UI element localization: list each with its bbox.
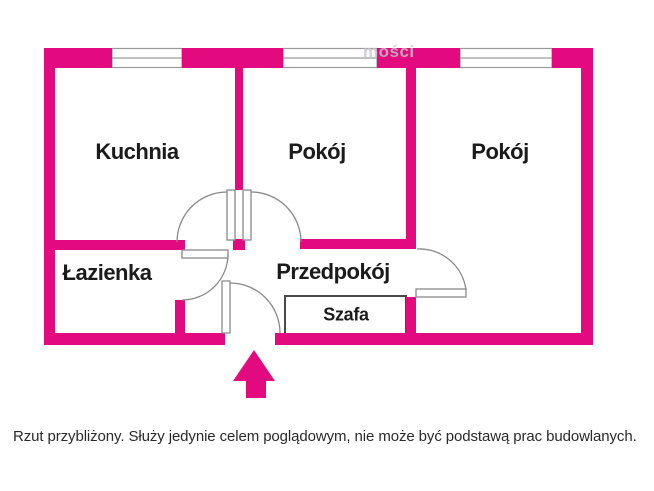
wall-top-seg2 [182, 48, 283, 68]
wall-mid-right [300, 239, 416, 249]
entrance-arrow-icon [233, 350, 275, 398]
room-label-kuchnia: Kuchnia [95, 139, 179, 164]
windows [111, 47, 553, 69]
wall-top-seg1 [44, 48, 112, 68]
room-label-lazienka: Łazienka [62, 260, 152, 285]
wall-top-seg3 [377, 48, 460, 68]
wall-mid-center-stub [233, 239, 245, 250]
wall-bottom-right [275, 333, 593, 345]
room-label-pokoj-right: Pokój [471, 139, 529, 164]
watermark-text: mości [363, 42, 415, 61]
door-arc-bathroom [181, 253, 229, 301]
wall-left [44, 48, 55, 345]
doors [176, 189, 467, 334]
wall-bottom-left [44, 333, 225, 345]
closet-label-szafa: Szafa [323, 304, 369, 325]
room-label-pokoj-middle: Pokój [288, 139, 346, 164]
door-leaf-kitchen [226, 189, 236, 241]
door-arc-entrance [229, 282, 281, 334]
wall-right [581, 48, 593, 345]
door-leaf-bathroom [181, 249, 229, 259]
closet-box [284, 295, 407, 336]
door-arc-kitchen [176, 191, 228, 243]
disclaimer-caption: Rzut przybliżony. Służy jedynie celem po… [13, 428, 637, 445]
wall-kitchen-room-divider [235, 68, 243, 190]
wall-hallway-lower [406, 297, 416, 333]
door-leaf-room-middle [242, 189, 252, 241]
door-arc-room-right [416, 248, 467, 291]
wall-top-seg4 [552, 48, 593, 68]
door-arc-room-middle [250, 191, 302, 243]
wall-rooms-divider [406, 68, 416, 247]
wall-mid-left [44, 240, 185, 250]
door-leaf-entrance [221, 280, 231, 334]
walls [44, 48, 593, 345]
door-leaf-room-right [415, 288, 467, 298]
wall-bathroom-lower [175, 300, 185, 333]
room-label-przedpokoj: Przedpokój [276, 259, 390, 284]
